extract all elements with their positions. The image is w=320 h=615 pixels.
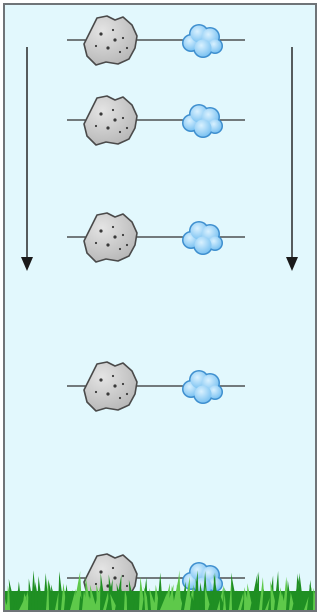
diagram-canvas bbox=[5, 15, 315, 610]
cloud-icon bbox=[182, 104, 223, 138]
falling-objects-diagram bbox=[3, 3, 317, 612]
left-down-arrow bbox=[21, 47, 33, 271]
snapshot-1 bbox=[67, 15, 245, 66]
right-down-arrow bbox=[286, 47, 298, 271]
cloud-icon bbox=[182, 221, 223, 255]
rock-icon bbox=[83, 95, 138, 146]
rock-icon bbox=[83, 212, 138, 263]
cloud-icon bbox=[182, 370, 223, 404]
rock-icon bbox=[83, 361, 138, 412]
grass-icon bbox=[5, 570, 315, 610]
snapshot-group bbox=[67, 15, 245, 604]
rock-icon bbox=[83, 15, 138, 66]
snapshot-2 bbox=[67, 95, 245, 146]
arrow-group bbox=[21, 47, 298, 271]
snapshot-4 bbox=[67, 361, 245, 412]
cloud-icon bbox=[182, 24, 223, 58]
snapshot-3 bbox=[67, 212, 245, 263]
